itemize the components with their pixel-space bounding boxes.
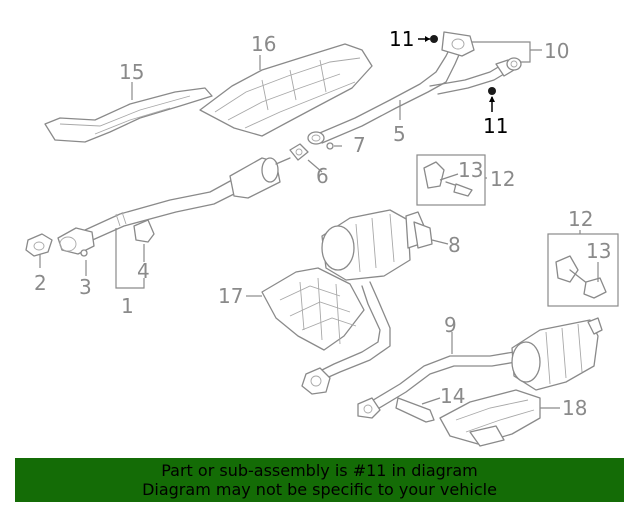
callout-13-b: 13 [586,239,611,263]
callout-17: 17 [218,284,243,308]
part-13-hanger-a [423,161,473,197]
part-6-gasket [289,143,309,161]
part-2-gasket [25,233,53,257]
callout-2: 2 [34,271,47,295]
part-12-box-a [416,154,486,206]
highlight-leaders [418,36,495,112]
part-4-bracket [133,219,155,243]
part-8-muffler [321,209,433,281]
callout-12-b: 12 [568,207,593,231]
leader-lines [39,41,599,409]
callout-6: 6 [316,164,329,188]
part-18-heat-shield [439,389,541,447]
callout-1: 1 [121,294,134,318]
part-3-nut [80,249,88,257]
callout-7: 7 [353,133,366,157]
callout-18: 18 [562,396,587,420]
part-13-hanger-b [555,255,607,299]
part-17-heat-shield [261,267,365,351]
callout-16: 16 [251,32,276,56]
part-9-rear-pipe [301,281,517,419]
part-11-nuts [430,35,496,95]
callout-14: 14 [440,384,465,408]
callout-15: 15 [119,60,144,84]
callout-3: 3 [79,275,92,299]
part-10-gaskets [441,31,522,77]
part-9-rear-muffler [511,317,603,391]
callout-9: 9 [444,313,457,337]
part-1-pipe-resonator [57,157,291,255]
callout-8: 8 [448,233,461,257]
callout-11-bottom: 11 [483,114,508,138]
part-7-nut [326,142,334,150]
banner-line-2: Diagram may not be specific to your vehi… [142,480,497,499]
part-15-bracket [44,87,213,143]
info-banner: Part or sub-assembly is #11 in diagram D… [15,458,624,502]
callout-11-top: 11 [389,27,414,51]
part-5-front-pipe [307,43,505,145]
part-12-box-b [547,233,619,307]
banner-line-1: Part or sub-assembly is #11 in diagram [161,461,478,480]
callout-12-a: 12 [490,167,515,191]
callout-13-a: 13 [458,158,483,182]
callout-4: 4 [137,259,150,283]
callout-5: 5 [393,122,406,146]
part-14-bracket [395,397,435,423]
part-16-heat-shield [199,43,373,137]
callout-10: 10 [544,39,569,63]
